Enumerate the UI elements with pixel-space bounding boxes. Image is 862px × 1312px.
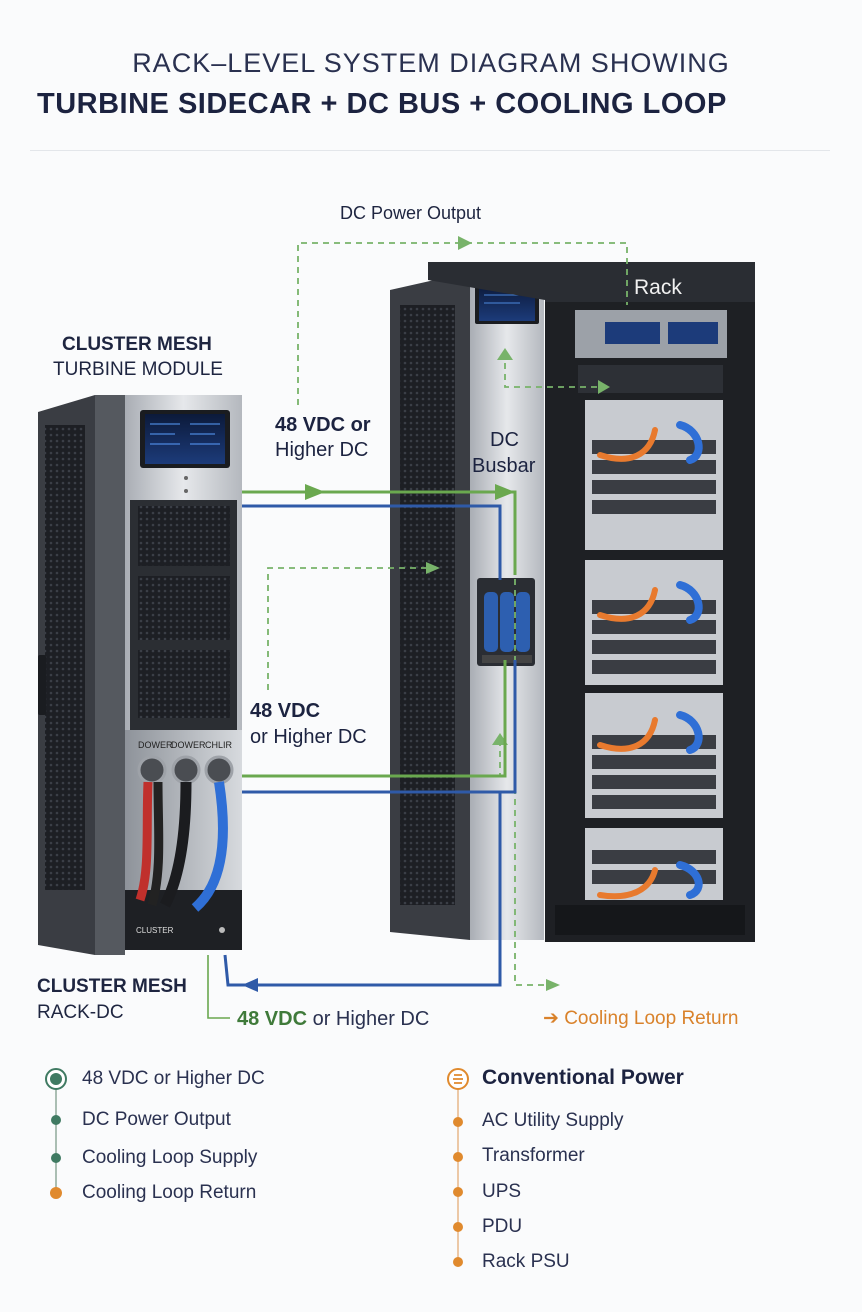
dc-power-output-label: DC Power Output [340,203,482,223]
cooling-return-loop [223,792,502,987]
legend-right-item-5: Rack PSU [482,1251,570,1272]
port-label-2: DOWER [171,740,206,750]
bottom-vdc-rest: or Higher DC [312,1008,430,1030]
legend-right-item-4: PDU [482,1216,523,1237]
vdc-upper-label: 48 VDC or Higher DC [275,414,371,462]
turbine-module-subtitle: TURBINE MODULE [53,359,223,380]
rackdc-subtitle: RACK-DC [37,1002,124,1023]
system-diagram: DOWER DOWER CHLIR CLUSTER [38,236,842,1019]
port-label-3: CHLIR [205,740,233,750]
legend-right-item-1: AC Utility Supply [482,1110,624,1131]
cooling-return-arrow [242,978,258,992]
legend-right-title: Conventional Power [482,1066,684,1089]
cooling-supply-upper-line [242,504,502,580]
cooling-supply-lower-line [242,660,517,794]
dc-bus-upper-arrow [305,484,325,500]
bottom-vdc-bold: 48 VDC [237,1008,308,1030]
diagram-title: RACK–LEVEL SYSTEM DIAGRAM SHOWING [132,48,730,78]
server-rack [428,262,755,942]
hose-connectors [135,755,234,933]
vdc-upper-line1: 48 VDC or [275,414,371,436]
legend-right-item-3: UPS [482,1181,522,1202]
legend-item-4: Cooling Loop Return [82,1182,257,1203]
dc-busbar-label: DC Busbar [472,427,535,479]
turbine-module-title: CLUSTER MESH [62,334,212,355]
legend-left-timeline [45,1068,67,1199]
module-badge: CLUSTER [136,926,174,935]
port-label-1: DOWER [138,740,173,750]
legend-item-3: Cooling Loop Supply [82,1147,258,1168]
legend-right-item-2: Transformer [482,1145,585,1166]
rackdc-title: CLUSTER MESH [37,976,187,997]
vdc-mid-line1: 48 VDC [250,700,321,722]
vdc-upper-line2: Higher DC [275,439,369,461]
legend-item-2-marker [51,1115,61,1125]
turbine-display-screen [145,414,225,464]
legend-item-2: DC Power Output [82,1109,231,1130]
header-divider [30,150,830,151]
dc-busbar-line1: DC [490,429,519,451]
cooling-return-text: Cooling Loop Return [564,1008,739,1029]
dc-busbar-cabinet [390,272,544,940]
cooling-return-arrow-icon: ➔ [543,1008,559,1029]
legend-item-1: 48 VDC or Higher DC [82,1068,265,1089]
diagram-subtitle: TURBINE SIDECAR + DC BUS + COOLING LOOP [37,88,727,120]
bottom-vdc-label: 48 VDC or Higher DC [237,1008,429,1031]
legend-item-3-marker [51,1153,61,1163]
rack-label: Rack [634,276,682,299]
rackdc-bracket [207,955,230,1019]
legend-right-timeline [447,1068,469,1267]
dc-power-output-path [267,242,628,986]
vdc-mid-label: 48 VDC or Higher DC [250,698,367,750]
dc-busbar-line2: Busbar [472,455,536,477]
legend-item-4-marker [50,1187,62,1199]
cooling-return-label: ➔ Cooling Loop Return [543,1007,739,1030]
dc-bus-lower-line [242,660,507,778]
dc-bus-upper-arrow-2 [495,484,515,500]
turbine-module-cabinet [38,395,242,955]
vdc-mid-line2: or Higher DC [250,726,367,748]
